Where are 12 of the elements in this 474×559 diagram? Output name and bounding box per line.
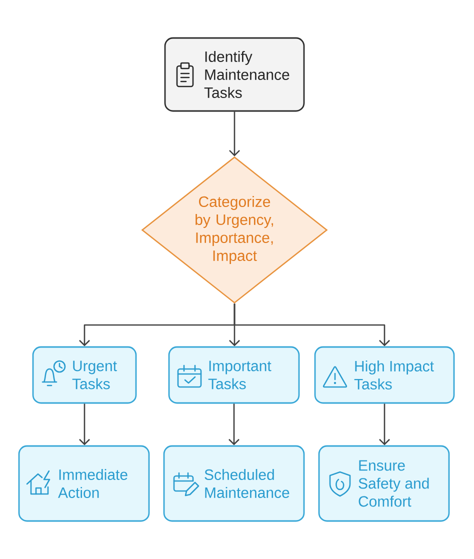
arrow xyxy=(229,112,240,156)
process-box: High Impact Tasks xyxy=(314,346,455,404)
process-box: Scheduled Maintenance xyxy=(163,445,305,522)
process-box: Identify Maintenance Tasks xyxy=(164,37,305,112)
arrow xyxy=(79,404,90,446)
process-box: Urgent Tasks xyxy=(32,346,137,404)
process-box: Important Tasks xyxy=(168,346,300,404)
arrow xyxy=(379,404,390,446)
process-box: Ensure Safety and Comfort xyxy=(318,445,450,522)
process-box: Immediate Action xyxy=(18,445,150,522)
arrow xyxy=(228,404,240,446)
arrow xyxy=(234,304,390,346)
